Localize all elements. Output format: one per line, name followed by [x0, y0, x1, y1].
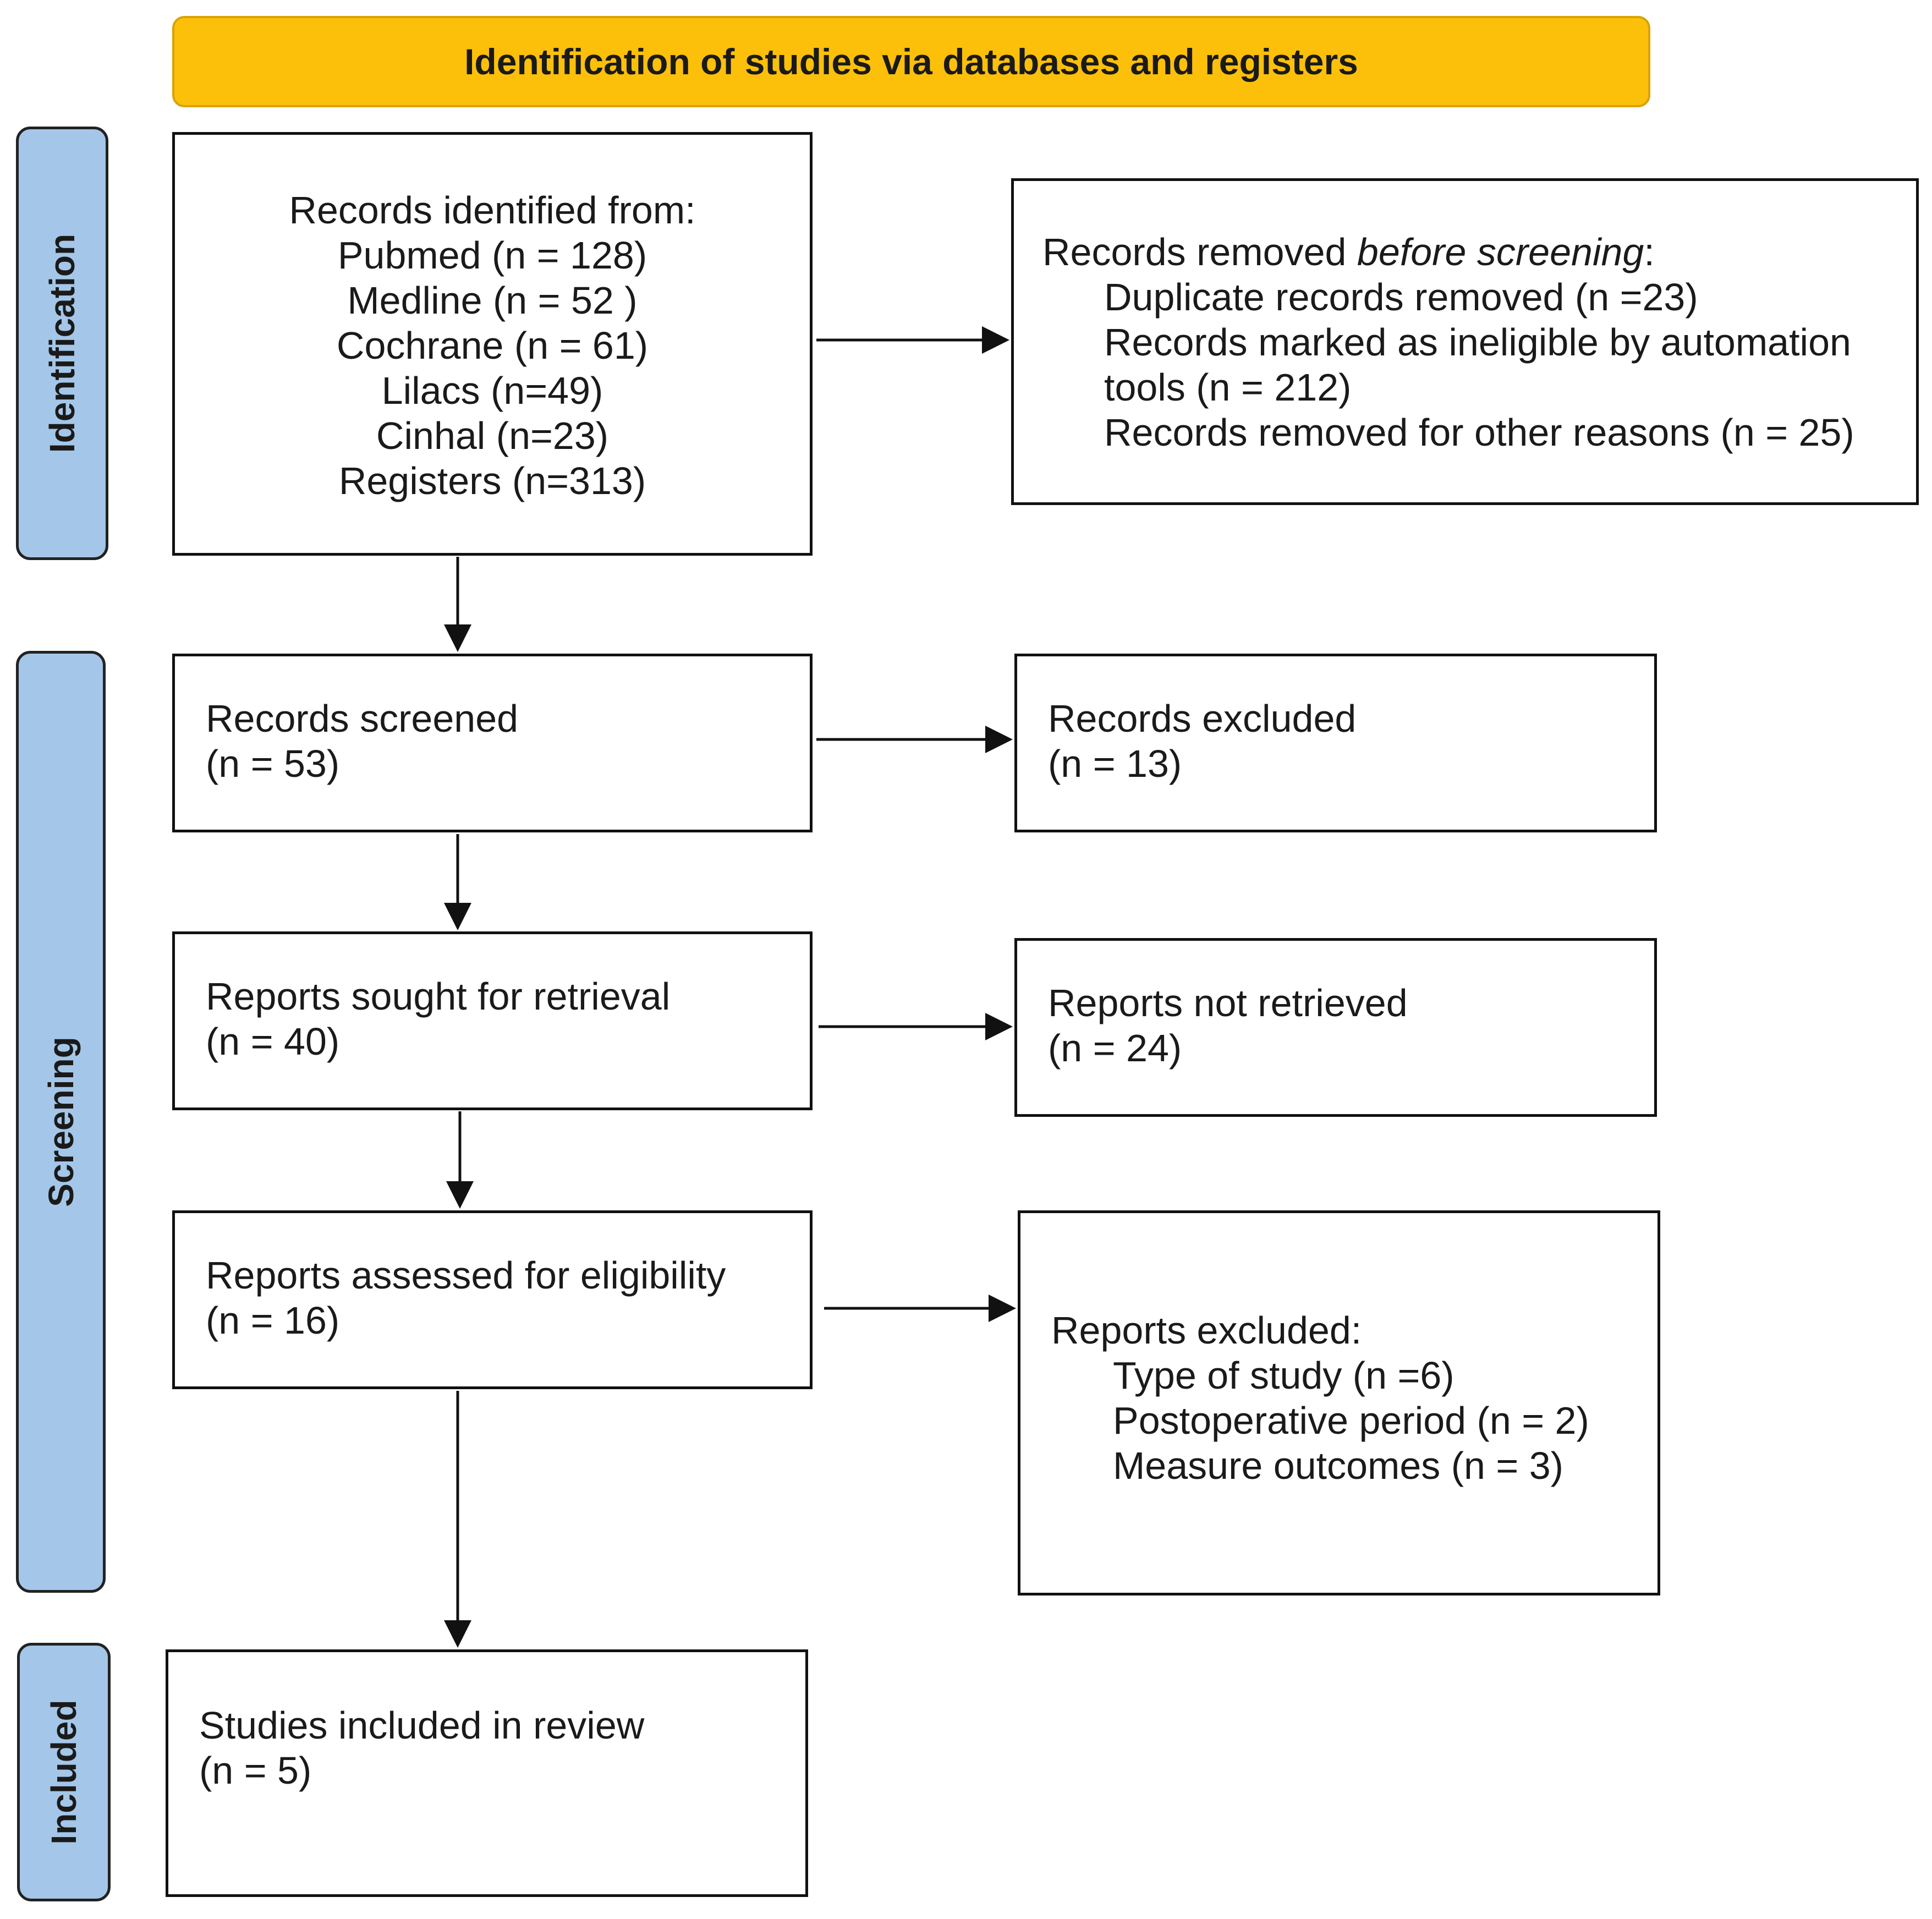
phase-included: Included [17, 1643, 111, 1901]
studies-included-label: Studies included in review [199, 1704, 645, 1747]
records-screened-label: Records screened [206, 697, 519, 740]
phase-identification: Identification [16, 127, 108, 560]
source-cochrane: Cochrane (n = 61) [336, 324, 649, 367]
identification-banner: Identification of studies via databases … [172, 16, 1650, 107]
before-screening-emphasis: before screening [1357, 231, 1644, 273]
reports-assessed-box: Reports assessed for eligibility (n = 16… [172, 1210, 813, 1389]
reports-assessed-count: (n = 16) [206, 1299, 340, 1342]
reports-sought-count: (n = 40) [206, 1020, 340, 1063]
source-pubmed: Pubmed (n = 128) [337, 234, 647, 277]
records-identified-box: Records identified from: Pubmed (n = 128… [172, 132, 813, 556]
reports-sought-label: Reports sought for retrieval [206, 975, 671, 1018]
records-screened-count: (n = 53) [206, 742, 340, 785]
source-lilacs: Lilacs (n=49) [381, 369, 603, 412]
records-excluded-label: Records excluded [1048, 697, 1357, 740]
records-identified-heading: Records identified from: [289, 189, 696, 232]
records-screened-box: Records screened (n = 53) [172, 654, 813, 832]
excluded-measure-outcomes: Measure outcomes (n = 3) [1113, 1444, 1563, 1487]
phase-screening: Screening [16, 651, 106, 1593]
reports-excluded-heading: Reports excluded: [1051, 1309, 1362, 1352]
records-removed-box: Records removed before screening: Duplic… [1011, 178, 1919, 505]
records-excluded-count: (n = 13) [1048, 742, 1182, 785]
studies-included-box: Studies included in review (n = 5) [166, 1649, 808, 1897]
reports-excluded-box: Reports excluded: Type of study (n =6) P… [1018, 1210, 1660, 1595]
source-medline: Medline (n = 52 ) [347, 279, 638, 322]
studies-included-count: (n = 5) [199, 1749, 312, 1792]
excluded-postoperative: Postoperative period (n = 2) [1113, 1399, 1589, 1442]
removed-other-reasons: Records removed for other reasons (n = 2… [1104, 411, 1854, 454]
source-registers: Registers (n=313) [338, 459, 646, 502]
reports-sought-box: Reports sought for retrieval (n = 40) [172, 931, 813, 1110]
reports-not-retrieved-label: Reports not retrieved [1048, 982, 1408, 1024]
reports-not-retrieved-box: Reports not retrieved (n = 24) [1014, 938, 1657, 1117]
excluded-type-of-study: Type of study (n =6) [1113, 1354, 1455, 1397]
removed-duplicates: Duplicate records removed (n =23) [1104, 276, 1698, 319]
records-excluded-box: Records excluded (n = 13) [1014, 654, 1657, 832]
reports-assessed-label: Reports assessed for eligibility [206, 1254, 726, 1297]
reports-not-retrieved-count: (n = 24) [1048, 1027, 1182, 1070]
banner-title: Identification of studies via databases … [464, 41, 1358, 82]
source-cinhal: Cinhal (n=23) [376, 414, 609, 457]
removed-automation-count: tools (n = 212) [1104, 366, 1352, 409]
records-removed-heading: Records removed before screening: [1042, 231, 1655, 273]
removed-automation: Records marked as ineligible by automati… [1104, 321, 1851, 364]
